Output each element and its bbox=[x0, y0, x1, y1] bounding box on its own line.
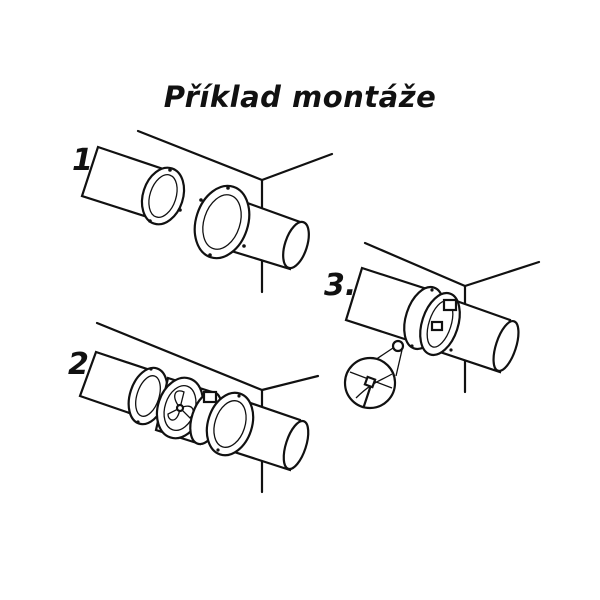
detail-callout bbox=[343, 339, 405, 410]
fan-unit bbox=[154, 376, 223, 446]
step-1-flange bbox=[193, 184, 251, 260]
step-2-illustration bbox=[78, 321, 320, 494]
step-3-illustration bbox=[343, 241, 541, 410]
fan-bracket bbox=[202, 390, 218, 404]
step-3-number: 3. bbox=[324, 268, 357, 303]
step-2-right-duct bbox=[205, 391, 310, 472]
fan-blades-icon bbox=[167, 390, 194, 421]
step-1-right-duct bbox=[193, 184, 310, 271]
screwdriver-icon bbox=[362, 375, 377, 408]
diagram-title: Příklad montáže bbox=[163, 80, 437, 114]
step-2-left-duct bbox=[78, 350, 169, 426]
step-3-assembled-duct bbox=[344, 266, 520, 374]
step-1-illustration bbox=[80, 129, 334, 294]
step-1-left-duct bbox=[80, 145, 186, 226]
